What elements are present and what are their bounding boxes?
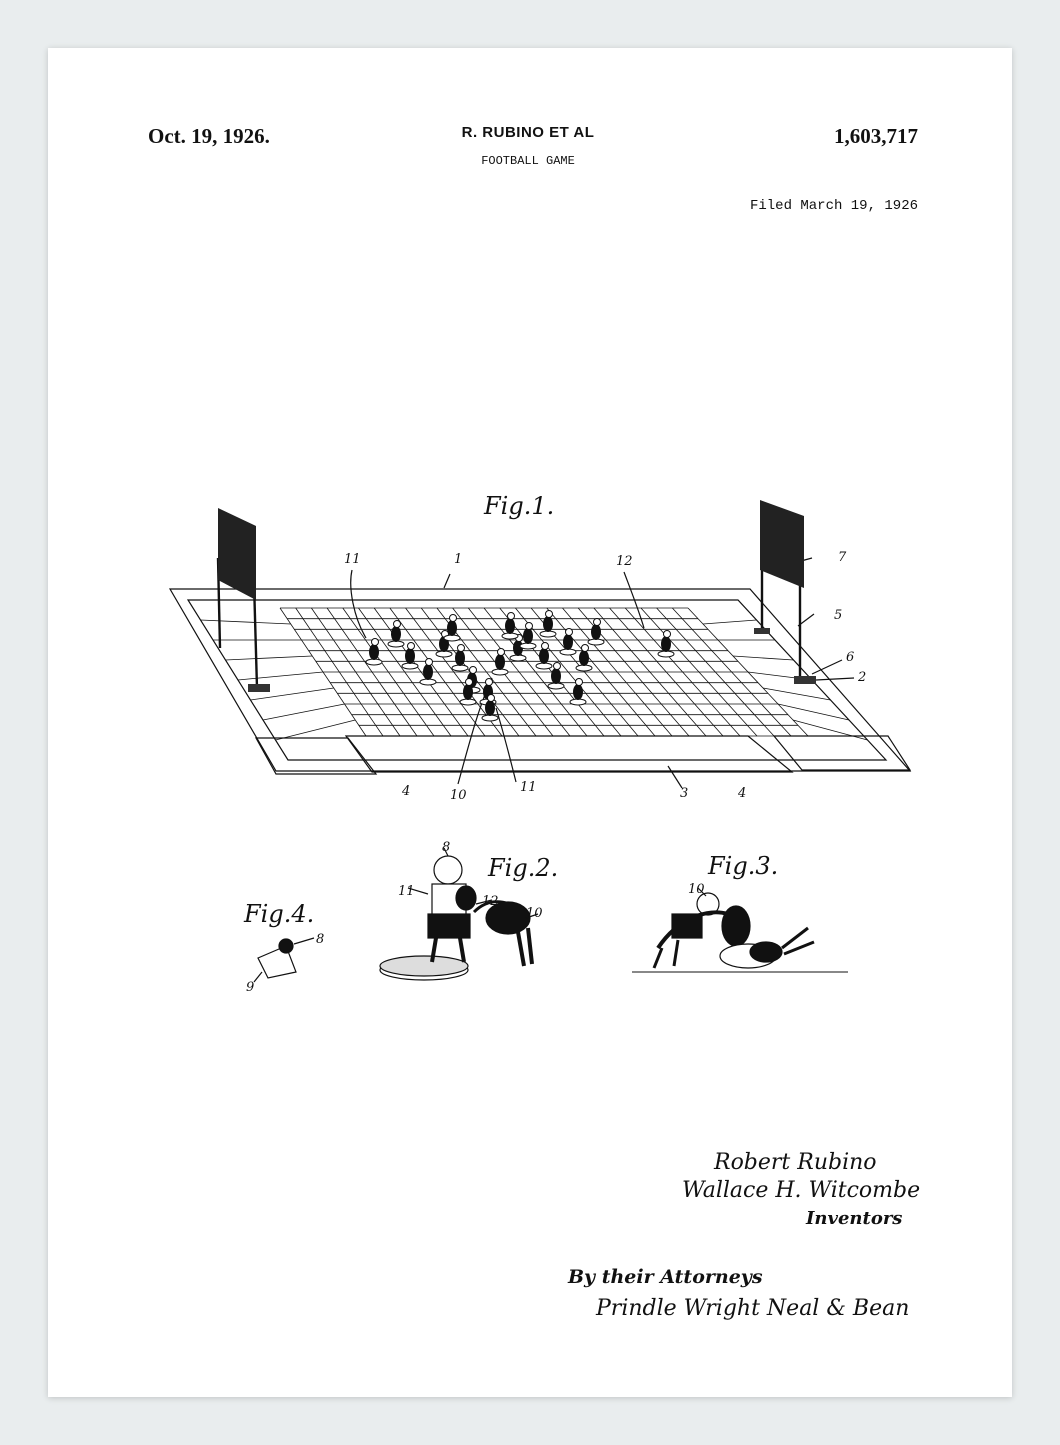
fig1-drawing <box>168 500 912 983</box>
player-figurine <box>459 678 477 706</box>
inventors-label: Inventors <box>806 1208 903 1229</box>
fig1-ref-4-right: 4 <box>738 786 747 801</box>
right-goal-net <box>760 500 804 588</box>
grid-line <box>275 719 356 741</box>
player-figurine <box>491 648 509 676</box>
player-figurine <box>547 662 565 690</box>
inventor-heading: R. RUBINO ET AL <box>461 124 595 141</box>
fig4-drawing <box>253 937 315 983</box>
fig1-ref-5: 5 <box>834 608 843 623</box>
player-figurine <box>401 642 419 670</box>
filed-date: Filed March 19, 1926 <box>749 198 918 214</box>
grid-line <box>262 703 345 721</box>
right-goal-base-2 <box>754 628 770 634</box>
patent-date: Oct. 19, 1926. <box>148 124 270 148</box>
fig2-drawing <box>379 847 539 981</box>
fig1-ref-4-left: 4 <box>402 784 411 799</box>
fig2-label: Fig.2. <box>488 854 559 882</box>
grid-line <box>250 687 334 701</box>
grid-line <box>777 703 850 721</box>
fig4-ref-9: 9 <box>246 980 255 995</box>
fig2-ref-8: 8 <box>442 840 451 855</box>
right-goal-base <box>794 676 816 684</box>
patent-sheet: Oct. 19, 1926. R. RUBINO ET AL FOOTBALL … <box>48 48 1012 1397</box>
fig3-drawing <box>632 887 848 973</box>
fig1-ref-11-bottom: 11 <box>520 780 537 795</box>
player-figurine <box>587 618 605 646</box>
fig3-label: Fig.3. <box>708 852 779 880</box>
fig2-ref-12: 12 <box>482 894 499 909</box>
fig1-ref-3: 3 <box>680 786 689 801</box>
players-group <box>365 610 675 722</box>
patent-title: FOOTBALL GAME <box>481 154 575 168</box>
patent-number: 1,603,717 <box>834 124 918 148</box>
field-outline <box>168 588 912 772</box>
fig4-label: Fig.4. <box>244 900 315 928</box>
fig1-ref-6: 6 <box>846 650 855 665</box>
fig1-ref-11-top: 11 <box>344 552 361 567</box>
left-goal-post-2 <box>252 581 259 689</box>
player-figurine <box>569 678 587 706</box>
player-figurine <box>501 612 519 640</box>
grid-horizontals <box>200 607 868 741</box>
attorneys-label: By their Attorneys <box>568 1266 763 1288</box>
fig2-ref-11: 11 <box>398 884 415 899</box>
fig4-ref-8: 8 <box>316 932 325 947</box>
fig1-ref-10: 10 <box>450 788 467 803</box>
inventor-signature-2: Wallace H. Witcombe <box>682 1178 921 1203</box>
fig2-ref-10: 10 <box>526 906 543 921</box>
attorneys-signature: Prindle Wright Neal & Bean <box>596 1296 910 1321</box>
player-figurine <box>387 620 405 648</box>
sideline-strip-right <box>772 735 912 771</box>
fig1-ref-12: 12 <box>616 554 633 569</box>
fig1-label: Fig.1. <box>484 492 555 520</box>
left-goal-net <box>218 508 256 600</box>
player-figurine <box>519 622 537 650</box>
player-figurine <box>365 638 383 666</box>
fig3-ref-10: 10 <box>688 882 705 897</box>
player-figurine <box>535 642 553 670</box>
field-inner <box>186 599 888 761</box>
fig1-ref-2: 2 <box>858 670 867 685</box>
player-figurine <box>509 634 527 662</box>
player-figurine <box>451 644 469 672</box>
left-goal-base <box>248 684 270 692</box>
grid-line <box>702 619 757 625</box>
inventor-signature-1: Robert Rubino <box>714 1150 877 1175</box>
sideline-strip-left <box>254 737 378 775</box>
sideline-strip-center <box>344 735 794 773</box>
player-figurine <box>419 658 437 686</box>
grid-line <box>237 671 324 681</box>
fig1-ref-1: 1 <box>454 552 463 567</box>
grid-line <box>792 719 868 741</box>
player-figurine <box>481 694 499 722</box>
player-figurine <box>657 630 675 658</box>
player-figurine <box>559 628 577 656</box>
player-figurine <box>539 610 557 638</box>
grid-line <box>225 655 313 661</box>
fig1-ref-7: 7 <box>838 550 847 565</box>
player-figurine <box>443 614 461 642</box>
grid-line <box>200 619 291 625</box>
grid-line <box>762 687 831 701</box>
grid-line <box>732 655 794 661</box>
player-figurine <box>575 644 593 672</box>
